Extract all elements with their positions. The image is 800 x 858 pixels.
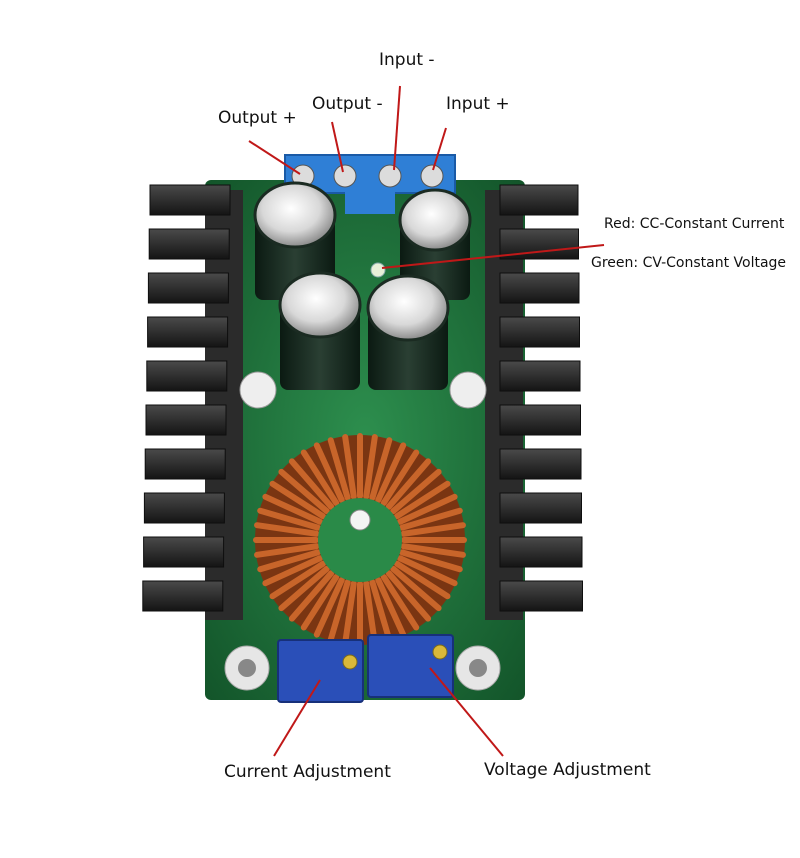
coil-winding xyxy=(269,480,326,520)
coil-winding xyxy=(397,555,458,587)
coil-winding xyxy=(327,437,351,501)
status-led-icon xyxy=(370,262,386,278)
coil-winding xyxy=(313,442,345,503)
coil-winding xyxy=(375,577,407,638)
voltage-trimmer-potentiometer-icon xyxy=(367,634,454,698)
label-led-green: Green: CV-Constant Voltage xyxy=(591,255,787,271)
coil-winding xyxy=(257,549,321,573)
leader-lines xyxy=(248,85,605,757)
heatsink-fin xyxy=(146,360,228,392)
coil-winding xyxy=(400,543,466,558)
coil-winding xyxy=(269,560,326,600)
coil-winding xyxy=(380,574,420,631)
coil-winding xyxy=(369,437,393,501)
heatsink-fin xyxy=(143,492,225,524)
heatsink-fin xyxy=(147,272,229,304)
coil-winding xyxy=(257,507,321,531)
coil-winding xyxy=(363,580,378,646)
coil-winding xyxy=(342,434,357,500)
heatsink-fin xyxy=(142,580,224,612)
coil-winding xyxy=(278,468,330,515)
heatsink-fin xyxy=(149,184,231,216)
coil-winding xyxy=(369,579,393,643)
label-voltage-adjustment: Voltage Adjustment xyxy=(484,760,651,780)
coil-winding xyxy=(390,468,442,515)
current-trimmer-potentiometer-icon xyxy=(277,639,364,703)
label-led-red: Red: CC-Constant Current xyxy=(604,216,785,232)
right-heatsink-icon xyxy=(485,184,583,620)
label-input-plus: Input + xyxy=(446,94,510,114)
heatsink-fin xyxy=(499,404,581,436)
label-input-minus: Input - xyxy=(379,50,435,70)
heatsink-fin xyxy=(499,536,583,568)
coil-winding xyxy=(385,458,432,510)
coil-winding xyxy=(397,493,458,525)
coil-winding xyxy=(313,577,345,638)
coil-winding xyxy=(288,570,335,622)
mounting-hole-icon xyxy=(449,371,487,409)
toroid-inductor-icon xyxy=(253,433,467,647)
coil-winding xyxy=(394,560,451,600)
coil-winding xyxy=(262,555,323,587)
heatsink-fin xyxy=(499,492,582,524)
heatsink-fin xyxy=(148,228,230,260)
coil-winding xyxy=(300,449,340,506)
coil-winding xyxy=(385,570,432,622)
capacitor-icon xyxy=(366,274,450,390)
heatsink-fin xyxy=(499,448,582,480)
coil-winding xyxy=(380,449,420,506)
coil-winding xyxy=(363,434,378,500)
label-output-plus: Output + xyxy=(218,108,297,128)
heatsink-fin xyxy=(144,448,226,480)
coil-winding xyxy=(375,442,407,503)
coil-winding xyxy=(399,507,463,531)
heatsink-fin xyxy=(499,580,583,612)
coil-winding xyxy=(300,574,340,631)
coil-winding xyxy=(254,543,320,558)
heatsink-fin xyxy=(145,404,227,436)
coil-winding xyxy=(254,522,320,537)
mounting-hole-icon xyxy=(239,371,277,409)
coil-winding xyxy=(288,458,335,510)
coil-winding xyxy=(342,580,357,646)
mounting-hole-icon xyxy=(224,645,270,691)
heatsink-fin xyxy=(499,184,579,216)
heatsink-fin xyxy=(147,316,229,348)
capacitor-icon xyxy=(278,271,362,390)
coil-winding xyxy=(400,522,466,537)
heatsink-fin xyxy=(499,272,580,304)
label-output-minus: Output - xyxy=(312,94,383,114)
left-heatsink-icon xyxy=(142,184,243,620)
label-current-adjustment: Current Adjustment xyxy=(224,762,391,782)
coil-winding xyxy=(278,565,330,612)
heatsink-fin xyxy=(143,536,225,568)
coil-winding xyxy=(390,565,442,612)
coil-winding xyxy=(394,480,451,520)
heatsink-fin xyxy=(499,316,580,348)
heatsink-fin xyxy=(499,360,581,392)
coil-winding xyxy=(262,493,323,525)
coil-winding xyxy=(399,549,463,573)
mounting-hole-icon xyxy=(455,645,501,691)
coil-winding xyxy=(327,579,351,643)
